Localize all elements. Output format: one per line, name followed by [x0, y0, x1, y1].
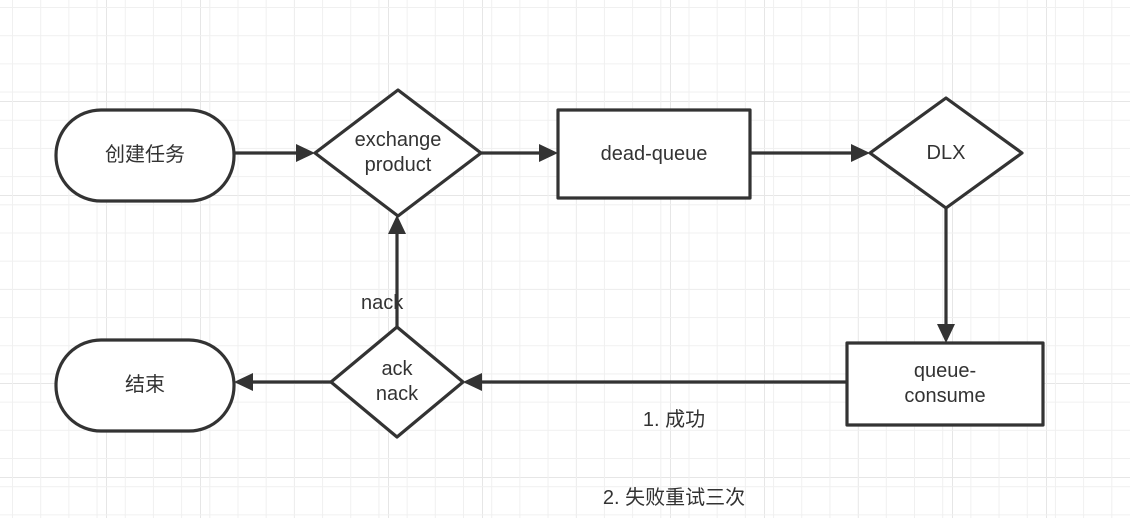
node-exchange-product[interactable] — [313, 88, 483, 218]
edge-create-task-to-exchange — [234, 144, 315, 162]
edge-exchange-to-dead-queue — [481, 144, 558, 162]
result-label-line1: 1. 成功 — [642, 409, 706, 431]
edge-queue-consume-to-ack-nack — [463, 373, 847, 391]
node-create-task[interactable] — [54, 108, 236, 203]
edge-dlx-to-queue-consume — [937, 208, 955, 343]
edge-ack-nack-to-end — [234, 373, 331, 391]
node-queue-consume[interactable] — [845, 341, 1045, 427]
node-dead-queue[interactable] — [556, 108, 752, 200]
node-dlx[interactable] — [868, 96, 1024, 210]
node-ack-nack[interactable] — [329, 325, 465, 439]
edge-label-consume-result: 1. 成功 2. 失败重试三次 — [566, 355, 782, 518]
edge-dead-queue-to-dlx — [750, 144, 870, 162]
edge-ack-nack-to-exchange — [388, 215, 406, 327]
nack-label-text: nack — [360, 292, 404, 314]
node-end[interactable] — [54, 338, 236, 433]
edge-label-nack: nack — [316, 264, 426, 342]
result-label-line2: 2. 失败重试三次 — [602, 487, 746, 509]
